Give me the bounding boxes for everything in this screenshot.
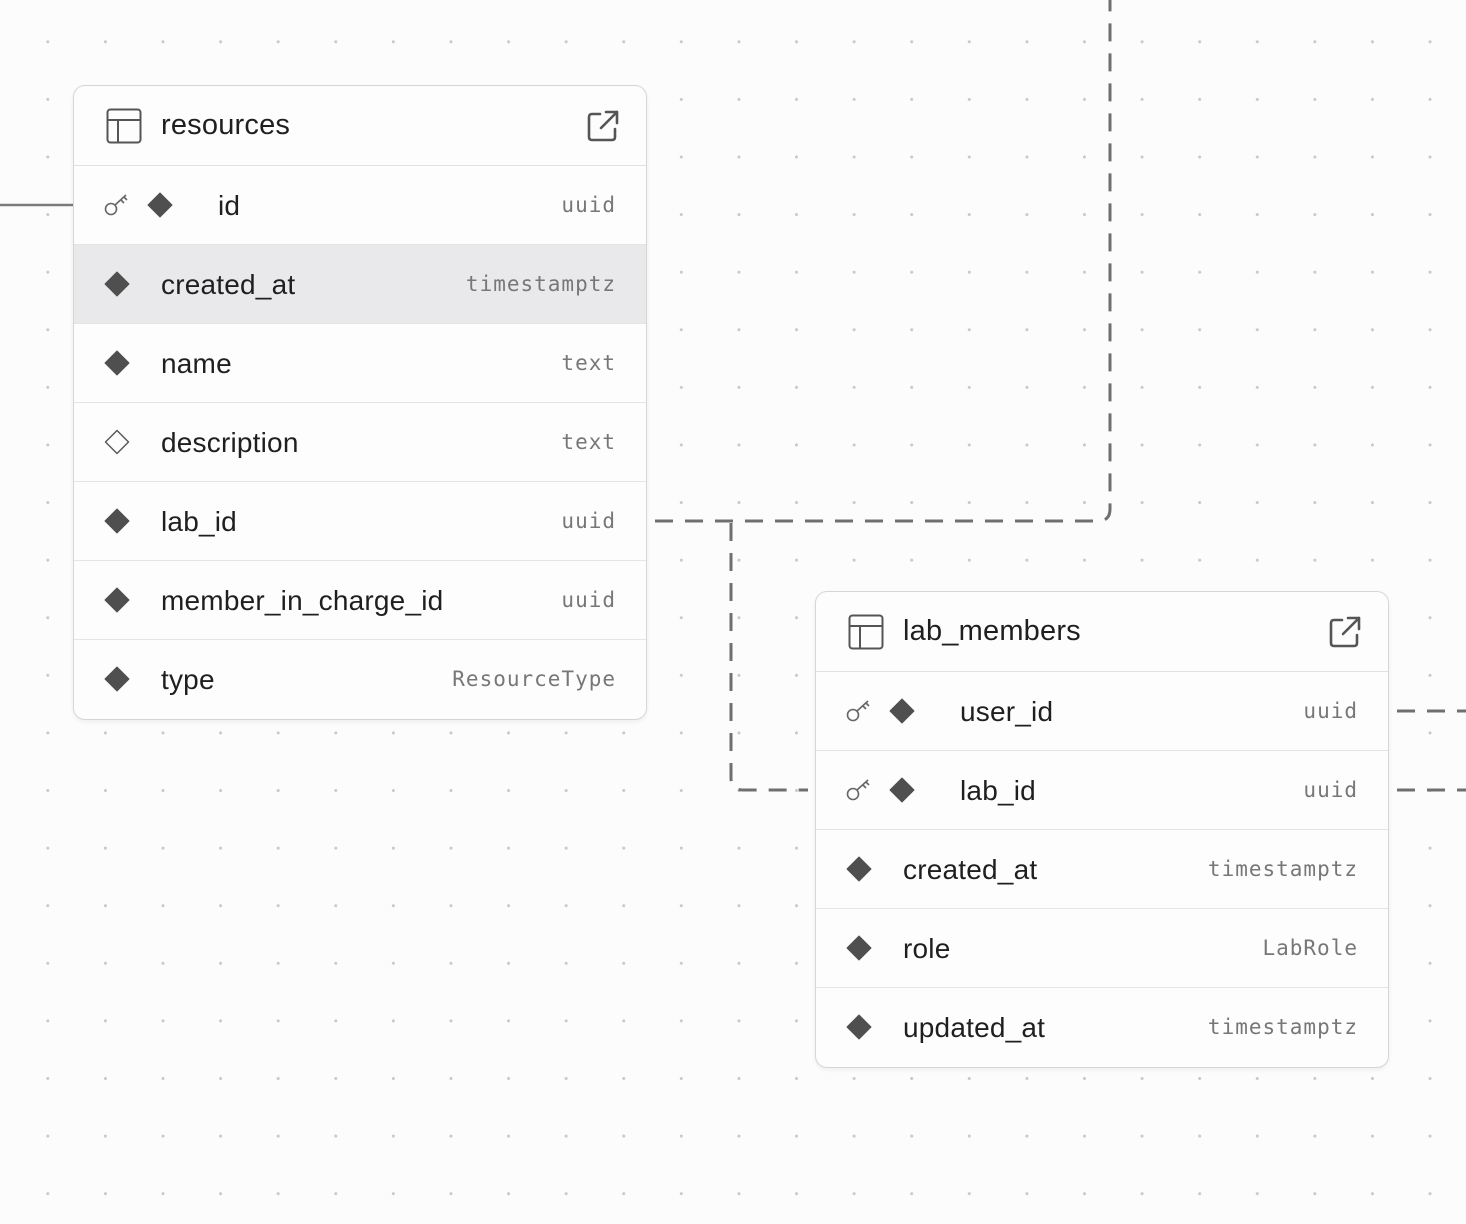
table-title: resources — [161, 109, 291, 141]
column-name: name — [161, 348, 232, 379]
relation-edge-resources-lab-id — [655, 0, 1112, 523]
column-row-created-at[interactable]: created_at timestamptz — [74, 245, 646, 324]
filled-diamond-icon — [846, 1014, 872, 1040]
column-row-user-id[interactable]: user_id uuid — [816, 672, 1388, 751]
column-row-role[interactable]: role LabRole — [816, 909, 1388, 988]
column-name: lab_id — [161, 506, 237, 537]
column-type: uuid — [561, 509, 616, 533]
table-header[interactable]: resources — [74, 86, 646, 166]
column-name: lab_id — [960, 775, 1036, 806]
column-row-created-at[interactable]: created_at timestamptz — [816, 830, 1388, 909]
key-icon — [846, 779, 870, 801]
column-name: member_in_charge_id — [161, 585, 444, 616]
table-grid-icon — [106, 108, 142, 144]
column-type: text — [561, 351, 616, 375]
table-grid-icon — [848, 614, 884, 650]
table-node-resources[interactable]: resources id uuid crea — [73, 85, 647, 720]
column-type: timestamptz — [465, 272, 616, 296]
column-row-updated-at[interactable]: updated_at timestamptz — [816, 988, 1388, 1067]
column-type: text — [561, 430, 616, 454]
relation-edge-lab-members-lab-id — [729, 523, 808, 792]
column-type: uuid — [561, 193, 616, 217]
column-row-id[interactable]: id uuid — [74, 166, 646, 245]
filled-diamond-icon — [846, 856, 872, 882]
column-name: user_id — [960, 696, 1054, 727]
filled-diamond-icon — [846, 935, 872, 961]
table-node-lab-members[interactable]: lab_members user_id uuid — [815, 591, 1389, 1068]
column-name: updated_at — [903, 1012, 1046, 1043]
column-type: ResourceType — [452, 667, 616, 691]
filled-diamond-icon — [889, 777, 915, 803]
column-type: timestamptz — [1207, 857, 1358, 881]
filled-diamond-icon — [104, 666, 130, 692]
table-header[interactable]: lab_members — [816, 592, 1388, 672]
column-row-member-in-charge-id[interactable]: member_in_charge_id uuid — [74, 561, 646, 640]
key-icon — [104, 194, 128, 216]
column-type: timestamptz — [1207, 1015, 1358, 1039]
key-icon — [846, 700, 870, 722]
column-row-lab-id[interactable]: lab_id uuid — [816, 751, 1388, 830]
column-type: uuid — [1303, 778, 1358, 802]
external-link-icon[interactable] — [1328, 615, 1362, 649]
column-name: description — [161, 427, 299, 458]
column-name: id — [218, 190, 241, 221]
filled-diamond-icon — [889, 698, 915, 724]
filled-diamond-icon — [104, 508, 130, 534]
column-name: role — [903, 933, 951, 964]
column-type: LabRole — [1262, 936, 1358, 960]
filled-diamond-icon — [104, 587, 130, 613]
table-title: lab_members — [903, 615, 1081, 647]
filled-diamond-icon — [104, 271, 130, 297]
column-row-type[interactable]: type ResourceType — [74, 640, 646, 719]
outline-diamond-icon — [104, 429, 130, 455]
column-name: type — [161, 664, 215, 695]
filled-diamond-icon — [147, 192, 173, 218]
column-name: created_at — [903, 854, 1038, 885]
filled-diamond-icon — [104, 350, 130, 376]
column-type: uuid — [561, 588, 616, 612]
column-row-name[interactable]: name text — [74, 324, 646, 403]
column-name: created_at — [161, 269, 296, 300]
column-type: uuid — [1303, 699, 1358, 723]
column-row-lab-id[interactable]: lab_id uuid — [74, 482, 646, 561]
external-link-icon[interactable] — [586, 109, 620, 143]
column-row-description[interactable]: description text — [74, 403, 646, 482]
